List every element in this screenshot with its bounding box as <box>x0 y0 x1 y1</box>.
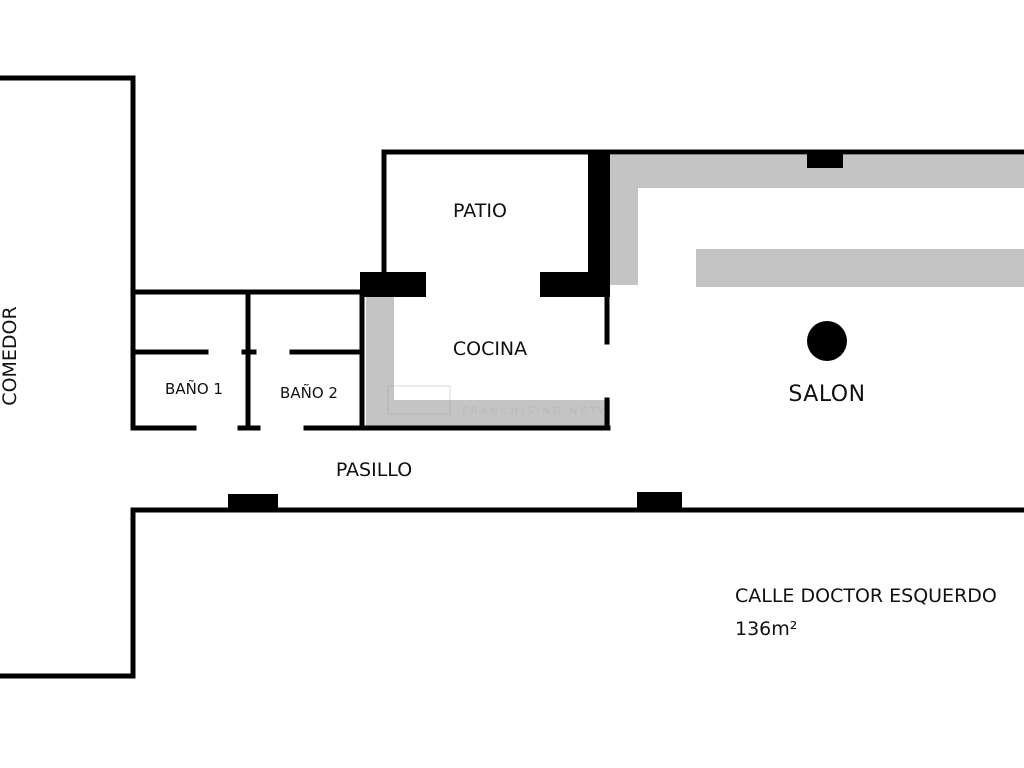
street-name-label: CALLE DOCTOR ESQUERDO <box>735 585 997 607</box>
comedor-wall-top <box>0 75 136 295</box>
patio-salon-column <box>588 152 610 297</box>
comedor-wall-bottom <box>0 507 136 679</box>
cocina-label: COCINA <box>453 338 527 360</box>
walls <box>0 75 1024 679</box>
pasillo-label: PASILLO <box>336 459 412 481</box>
pillars <box>228 152 843 512</box>
fixtures <box>366 155 1024 428</box>
watermark-text: FRANCHISING NETW <box>462 406 612 417</box>
bano1-label: BAÑO 1 <box>165 379 223 398</box>
patio-cocina-pillar-left <box>360 272 426 297</box>
comedor-label: COMEDOR <box>0 306 21 405</box>
patio-label: PATIO <box>453 200 507 222</box>
bano2-label: BAÑO 2 <box>280 383 338 402</box>
watermark-logo <box>387 385 451 415</box>
salon-top-window-block <box>807 152 843 168</box>
patio-wall <box>381 149 603 275</box>
salon-counter-side <box>610 155 638 285</box>
area-label: 136m² <box>735 618 797 640</box>
cocina-counter-bottom <box>366 400 610 428</box>
facade-window-block-2 <box>637 492 682 512</box>
salon-label: SALON <box>788 382 865 407</box>
facade-window-block-1 <box>228 494 278 512</box>
salon-bar <box>696 249 1024 287</box>
salon-round-column <box>807 321 847 361</box>
watermark: FRANCHISING NETW <box>387 385 612 417</box>
